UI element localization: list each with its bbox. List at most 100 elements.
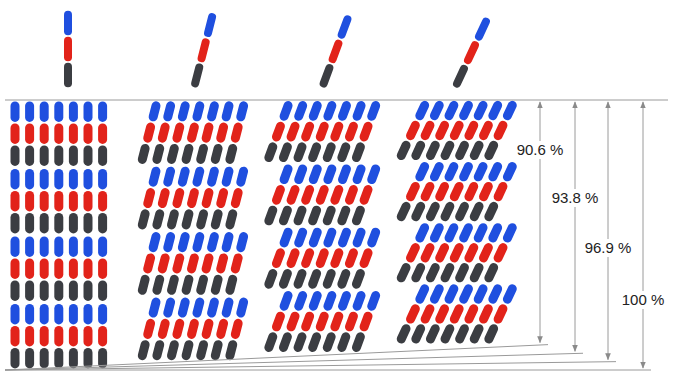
- molecule-segment: [69, 326, 78, 346]
- molecule-segment: [468, 262, 485, 284]
- molecule-segment: [40, 259, 49, 279]
- molecule-segment: [54, 146, 63, 166]
- molecule-segment: [414, 222, 431, 244]
- molecule-segment: [69, 124, 78, 144]
- molecule-segment: [344, 247, 360, 269]
- molecule-segment: [98, 281, 107, 301]
- molecule-segment: [410, 262, 427, 284]
- molecule-segment: [419, 242, 436, 264]
- molecule-segment: [25, 237, 34, 257]
- molecule-segment: [25, 169, 34, 189]
- molecule-segment: [25, 124, 34, 144]
- molecule-segment: [84, 213, 93, 233]
- molecule-segment: [329, 184, 345, 206]
- molecule-segment: [410, 323, 427, 345]
- molecule-segment: [292, 268, 308, 290]
- molecule-segment: [468, 323, 485, 345]
- molecule-segment: [474, 16, 492, 41]
- molecule-segment: [278, 226, 294, 248]
- molecule-segment: [64, 63, 72, 87]
- molecule-segment: [358, 247, 374, 269]
- molecule-segment: [54, 213, 63, 233]
- molecule-segment: [454, 200, 471, 222]
- molecule-segment: [454, 262, 471, 284]
- molecule-segment: [195, 274, 209, 296]
- molecule-segment: [308, 163, 324, 185]
- molecule-segment: [151, 274, 165, 296]
- molecule-segment: [197, 37, 211, 63]
- molecule-segment: [162, 297, 176, 319]
- molecule-segment: [329, 247, 345, 269]
- molecule: [69, 237, 78, 301]
- molecule: [483, 161, 518, 223]
- molecule-segment: [329, 120, 345, 142]
- molecule-segment: [195, 339, 209, 361]
- molecule-segment: [137, 208, 151, 230]
- molecule-segment: [40, 124, 49, 144]
- molecule-segment: [487, 283, 504, 305]
- molecule-segment: [405, 180, 422, 202]
- molecule-segment: [322, 163, 338, 185]
- molecule-segment: [308, 290, 324, 312]
- molecule: [11, 169, 20, 233]
- molecule-segment: [487, 222, 504, 244]
- molecule-segment: [463, 119, 480, 141]
- molecule-segment: [11, 348, 20, 368]
- molecule-segment: [206, 231, 220, 253]
- molecule: [483, 99, 518, 161]
- molecule-segment: [314, 120, 330, 142]
- molecule-segment: [201, 122, 215, 144]
- molecule: [351, 226, 382, 290]
- molecule-segment: [98, 146, 107, 166]
- molecule-segment: [25, 326, 34, 346]
- molecule-segment: [166, 208, 180, 230]
- molecule-segment: [285, 184, 301, 206]
- molecule-segment: [337, 290, 353, 312]
- height-arrow: [608, 102, 609, 360]
- molecule-segment: [492, 119, 509, 141]
- molecule-segment: [162, 100, 176, 122]
- molecule-segment: [84, 191, 93, 211]
- molecule-segment: [201, 252, 215, 274]
- molecule-segment: [292, 204, 308, 226]
- molecule-segment: [40, 304, 49, 324]
- molecule-segment: [321, 331, 337, 353]
- molecule-segment: [203, 12, 217, 38]
- molecule-segment: [278, 331, 294, 353]
- molecule-segment: [11, 213, 20, 233]
- molecule: [25, 237, 34, 301]
- molecule-segment: [358, 120, 374, 142]
- molecule-segment: [192, 231, 206, 253]
- molecule: [84, 102, 93, 166]
- molecule: [98, 169, 107, 233]
- molecule-segment: [11, 124, 20, 144]
- molecule-segment: [351, 226, 367, 248]
- molecule-segment: [395, 200, 412, 222]
- molecule-segment: [351, 268, 367, 290]
- molecule-segment: [293, 100, 309, 122]
- molecule: [483, 283, 518, 345]
- molecule-segment: [98, 326, 107, 346]
- molecule-segment: [157, 122, 171, 144]
- molecule-segment: [84, 169, 93, 189]
- molecule-segment: [292, 141, 308, 163]
- molecule-segment: [439, 323, 456, 345]
- molecule-segment: [443, 99, 460, 121]
- molecule: [40, 169, 49, 233]
- molecule-segment: [210, 339, 224, 361]
- molecule-segment: [293, 290, 309, 312]
- molecule-segment: [501, 161, 518, 183]
- molecule-segment: [463, 242, 480, 264]
- molecule-segment: [307, 331, 323, 353]
- molecule-segment: [395, 262, 412, 284]
- molecule-segment: [463, 40, 481, 65]
- molecule-segment: [337, 163, 353, 185]
- percentage-label: 100 %: [620, 291, 667, 309]
- molecule-segment: [434, 303, 451, 325]
- molecule-segment: [271, 184, 287, 206]
- molecule-segment: [263, 331, 279, 353]
- molecule-segment: [221, 297, 235, 319]
- molecule-segment: [439, 139, 456, 161]
- molecule-segment: [235, 297, 249, 319]
- bottom-line: [5, 370, 651, 371]
